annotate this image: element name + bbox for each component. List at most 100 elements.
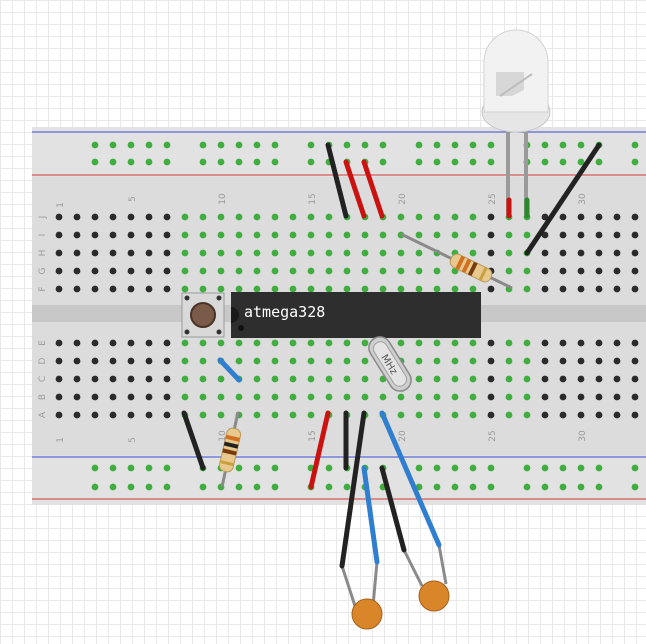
terminal-hole: [559, 357, 567, 365]
terminal-hole: [613, 339, 621, 347]
terminal-hole: [73, 285, 81, 293]
terminal-hole: [631, 231, 639, 239]
terminal-hole: [577, 375, 585, 383]
resistor-top-right-band-2: [461, 258, 472, 273]
col-label-bottom-5: 5: [128, 437, 138, 443]
rail-hole: [127, 158, 135, 166]
wire-blue-cap-left: [361, 465, 380, 565]
pushbutton-pin-bl: [184, 329, 190, 335]
rail-hole: [451, 158, 459, 166]
terminal-hole: [595, 339, 603, 347]
terminal-hole: [415, 375, 423, 383]
terminal-hole: [541, 213, 549, 221]
row-label-c: C: [38, 376, 48, 382]
terminal-hole: [73, 267, 81, 275]
terminal-hole: [361, 267, 369, 275]
rail-hole: [487, 158, 495, 166]
terminal-hole: [289, 213, 297, 221]
terminal-hole: [577, 357, 585, 365]
row-label-h: H: [38, 250, 48, 257]
led-post: [499, 73, 533, 97]
terminal-hole: [343, 339, 351, 347]
terminal-hole: [145, 339, 153, 347]
terminal-hole: [451, 285, 459, 293]
terminal-hole: [181, 231, 189, 239]
rail-hole: [541, 464, 549, 472]
led-dome: [483, 29, 549, 113]
terminal-hole: [307, 231, 315, 239]
rail-hole: [199, 141, 207, 149]
rail-hole: [127, 141, 135, 149]
terminal-hole: [523, 411, 531, 419]
terminal-hole: [235, 285, 243, 293]
rail-hole: [253, 141, 261, 149]
terminal-hole: [613, 393, 621, 401]
terminal-hole: [289, 249, 297, 257]
col-label-bottom-15: 15: [308, 430, 318, 441]
terminal-hole: [235, 231, 243, 239]
rail-hole: [361, 141, 369, 149]
terminal-hole: [433, 357, 441, 365]
row-label-b: B: [38, 394, 48, 400]
terminal-hole: [595, 267, 603, 275]
terminal-hole: [127, 249, 135, 257]
terminal-hole: [595, 411, 603, 419]
terminal-hole: [145, 285, 153, 293]
terminal-hole: [73, 411, 81, 419]
terminal-hole: [91, 213, 99, 221]
terminal-hole: [163, 231, 171, 239]
terminal-hole: [613, 231, 621, 239]
terminal-hole: [415, 285, 423, 293]
terminal-hole: [253, 339, 261, 347]
terminal-hole: [469, 285, 477, 293]
rail-hole: [451, 483, 459, 491]
terminal-hole: [289, 393, 297, 401]
terminal-hole: [541, 411, 549, 419]
rail-hole: [541, 141, 549, 149]
row-label-f: F: [38, 286, 48, 291]
terminal-hole: [55, 267, 63, 275]
terminal-hole: [199, 231, 207, 239]
rail-hole: [451, 464, 459, 472]
terminal-hole: [109, 249, 117, 257]
rail-hole: [631, 158, 639, 166]
terminal-hole: [127, 267, 135, 275]
terminal-hole: [433, 267, 441, 275]
rail-hole: [487, 464, 495, 472]
terminal-hole: [235, 339, 243, 347]
terminal-hole: [433, 285, 441, 293]
rail-hole: [595, 158, 603, 166]
terminal-hole: [91, 267, 99, 275]
terminal-hole: [379, 231, 387, 239]
terminal-hole: [559, 393, 567, 401]
terminal-hole: [109, 231, 117, 239]
terminal-hole: [55, 249, 63, 257]
terminal-hole: [253, 249, 261, 257]
col-label-top-25: 25: [488, 193, 498, 204]
terminal-hole: [55, 339, 63, 347]
rail-hole: [91, 158, 99, 166]
terminal-hole: [343, 375, 351, 383]
terminal-hole: [595, 393, 603, 401]
terminal-hole: [343, 249, 351, 257]
pushbutton-cap[interactable]: [190, 302, 216, 328]
terminal-hole: [541, 267, 549, 275]
terminal-hole: [109, 339, 117, 347]
terminal-hole: [73, 357, 81, 365]
terminal-hole: [163, 285, 171, 293]
terminal-hole: [199, 357, 207, 365]
terminal-hole: [127, 357, 135, 365]
row-label-d: D: [38, 357, 48, 364]
pushbutton[interactable]: [181, 292, 225, 338]
terminal-hole: [559, 267, 567, 275]
terminal-hole: [73, 339, 81, 347]
terminal-hole: [523, 357, 531, 365]
terminal-hole: [253, 411, 261, 419]
rail-hole: [199, 483, 207, 491]
rail-hole: [577, 464, 585, 472]
terminal-hole: [55, 231, 63, 239]
chip-label: atmega328: [244, 303, 325, 321]
terminal-hole: [145, 213, 153, 221]
terminal-hole: [631, 249, 639, 257]
